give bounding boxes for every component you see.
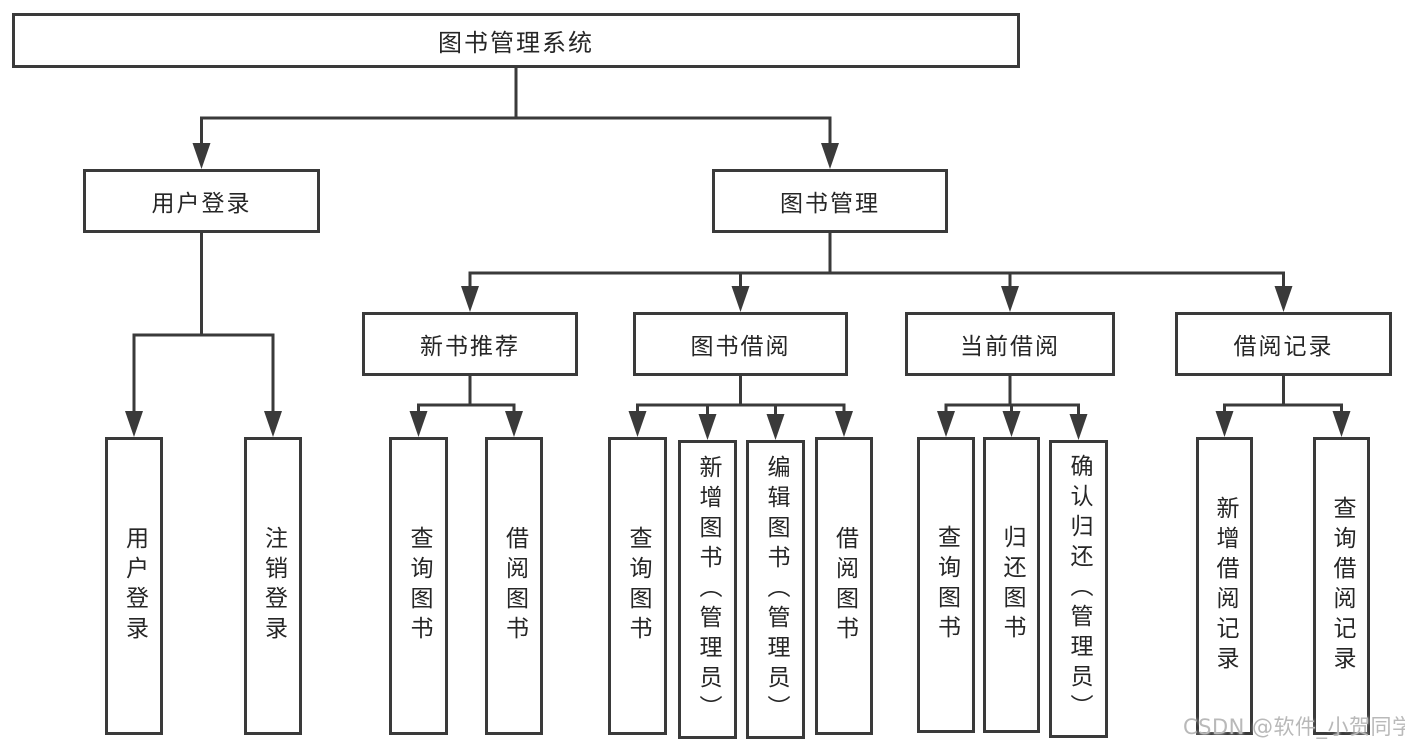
node-label: 新书推荐: [420, 334, 520, 360]
watermark: CSDN @软件_小贺同学: [1183, 715, 1405, 739]
node-edit-books-admin: 编辑图书（管理员）: [746, 440, 805, 739]
node-query-books-current: 查询图书: [917, 437, 975, 733]
node-label: 用户登录: [151, 191, 252, 217]
node-label: 编辑图书（管理员）: [763, 454, 789, 725]
node-label: 归还图书: [999, 525, 1025, 645]
node-borrow-books-recommend: 借阅图书: [485, 437, 543, 735]
node-label: 查询图书: [933, 525, 960, 645]
node-label: 图书借阅: [690, 334, 791, 360]
node-book-management: 图书管理: [712, 169, 948, 233]
node-label: 图书管理: [780, 191, 880, 217]
node-query-books-borrowing: 查询图书: [608, 437, 667, 735]
node-confirm-return-admin: 确认归还（管理员）: [1049, 440, 1108, 738]
node-label: 查询借阅记录: [1329, 496, 1355, 676]
node-add-books-admin: 新增图书（管理员）: [678, 440, 737, 739]
node-label: 借阅图书: [501, 526, 528, 646]
node-current-borrowing: 当前借阅: [905, 312, 1115, 376]
node-label: 注销登录: [260, 526, 287, 646]
node-label: 图书管理系统: [438, 29, 594, 57]
node-label: 查询图书: [625, 526, 651, 646]
node-label: 当前借阅: [960, 334, 1060, 360]
node-label: 确认归还（管理员）: [1066, 454, 1092, 724]
node-label: 新增图书（管理员）: [695, 454, 721, 725]
node-library-management-system: 图书管理系统: [12, 13, 1020, 68]
node-label: 新增借阅记录: [1212, 496, 1238, 676]
node-label: 借阅图书: [831, 526, 858, 646]
node-borrow-books: 借阅图书: [815, 437, 873, 735]
node-query-borrow-record: 查询借阅记录: [1313, 437, 1370, 735]
node-borrowing-records: 借阅记录: [1175, 312, 1392, 376]
node-return-books: 归还图书: [983, 437, 1040, 733]
node-label: 查询图书: [406, 526, 432, 646]
node-label: 借阅记录: [1233, 334, 1334, 360]
node-add-borrow-record: 新增借阅记录: [1196, 437, 1253, 735]
node-new-book-recommendation: 新书推荐: [362, 312, 578, 376]
node-label: 用户登录: [121, 526, 148, 646]
node-user-login-leaf: 用户登录: [105, 437, 163, 735]
node-user-login: 用户登录: [83, 169, 320, 233]
node-query-books-recommend: 查询图书: [389, 437, 448, 735]
node-logout-leaf: 注销登录: [244, 437, 302, 735]
node-book-borrowing: 图书借阅: [633, 312, 848, 376]
